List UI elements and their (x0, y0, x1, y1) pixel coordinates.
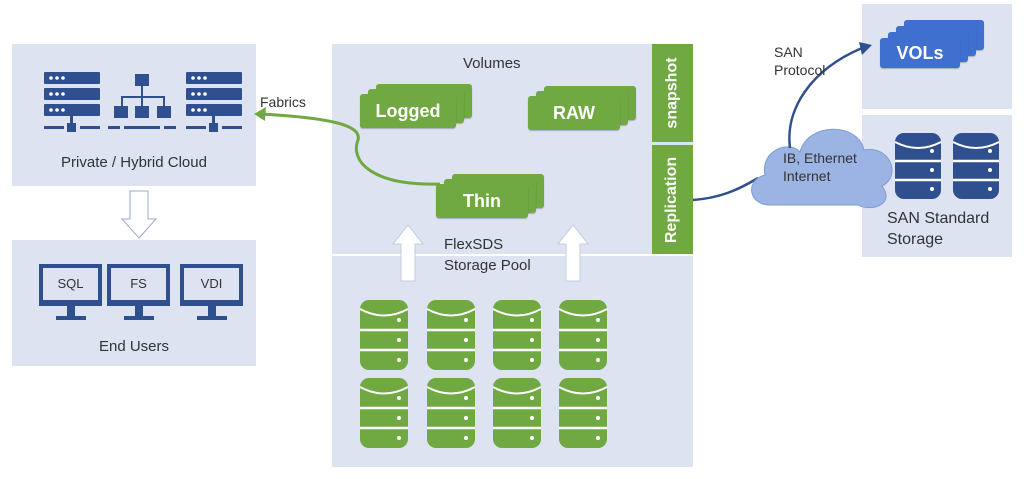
end-users-label: End Users (98, 338, 170, 355)
monitor-icon (180, 264, 243, 320)
volume-label-thin: Thin (463, 190, 501, 211)
replication-bar: Replication (652, 145, 693, 254)
network-cloud-icon (751, 128, 893, 209)
monitor-icon (107, 264, 170, 320)
san-protocol-label-line2: Protocol (774, 62, 826, 78)
volume-label-raw: RAW (553, 102, 595, 123)
snapshot-bar: snapshot (652, 44, 693, 142)
monitor-icon (39, 264, 102, 320)
private-hybrid-cloud-label: Private / Hybrid Cloud (61, 154, 207, 171)
san-storage-label: Storage (887, 231, 944, 248)
san-protocol-arrowhead (859, 42, 872, 55)
san-protocol-connector (788, 46, 863, 149)
network-tree-icon (108, 74, 176, 129)
fabrics-arrow (261, 112, 441, 186)
up-arrow-icon (556, 224, 590, 282)
server-rack-icon (44, 72, 100, 132)
replication-connector (692, 176, 759, 202)
vols-label: VOLs (896, 42, 944, 63)
monitor-label-sql: SQL (57, 276, 84, 291)
flexsds-label: FlexSDS (444, 236, 504, 253)
monitor-label-vdi: VDI (200, 276, 223, 291)
volume-label-logged: Logged (375, 100, 441, 121)
flexsds-volumes-panel (332, 44, 693, 254)
storage-pool-label: Storage Pool (444, 257, 531, 274)
fabrics-arrowhead (254, 107, 266, 121)
san-protocol-label-line1: SAN (774, 44, 803, 60)
network-cloud-label-line2: Internet (783, 168, 831, 184)
up-arrow-icon (391, 224, 425, 282)
server-rack-icon (186, 72, 242, 132)
network-cloud-label-line1: IB, Ethernet (783, 150, 857, 166)
volumes-label: Volumes (463, 55, 521, 72)
san-standard-label: SAN Standard (887, 210, 990, 227)
monitor-label-fs: FS (130, 276, 147, 291)
fabrics-label: Fabrics (260, 94, 306, 110)
